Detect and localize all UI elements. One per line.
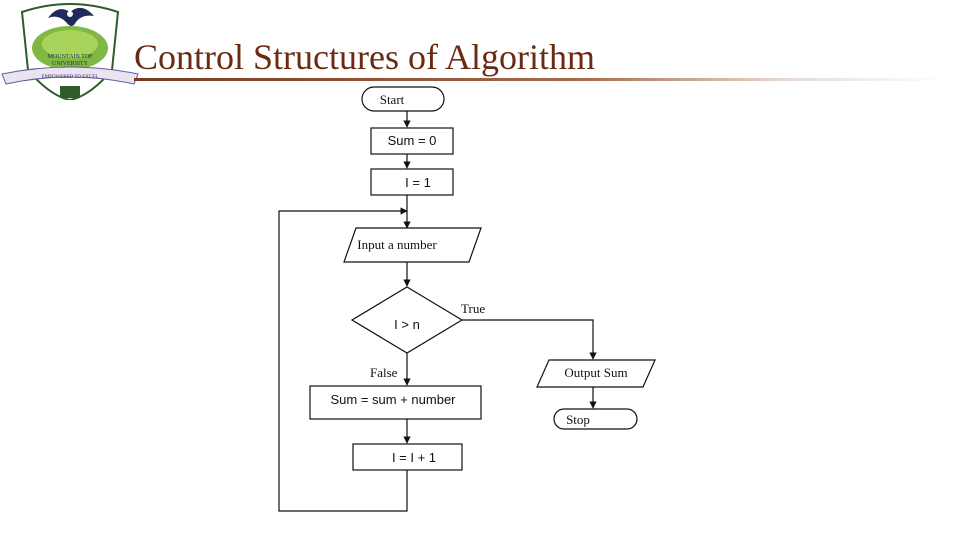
output-io: Output Sum: [536, 359, 656, 388]
true-branch-label: True: [461, 301, 485, 316]
sum-init-label: Sum = 0: [388, 133, 437, 148]
increment-label: I = I + 1: [392, 450, 436, 465]
sum-init-process: Sum = 0: [370, 127, 454, 155]
output-label: Output Sum: [564, 365, 627, 380]
start-terminal: Start: [361, 86, 445, 112]
loop-back-arrow: [278, 207, 408, 512]
decision-diamond: I > n: [350, 286, 464, 354]
stop-terminal: Stop: [553, 408, 638, 430]
accumulate-process: Sum = sum + number: [309, 385, 482, 420]
decision-label: I > n: [394, 317, 420, 332]
input-label: Input a number: [357, 237, 437, 252]
input-io: Input a number: [343, 227, 482, 263]
slide-title: Control Structures of Algorithm: [134, 37, 595, 77]
arrow-true-to-output: [462, 319, 597, 360]
svg-text:MOUNTAIN TOP: MOUNTAIN TOP: [48, 54, 93, 60]
accumulate-label: Sum = sum + number: [331, 392, 457, 407]
false-branch-label: False: [370, 365, 398, 380]
start-label: Start: [380, 92, 405, 107]
i-init-process: I = 1: [370, 168, 454, 196]
increment-process: I = I + 1: [352, 443, 463, 471]
svg-text:EMPOWERED TO EXCEL: EMPOWERED TO EXCEL: [42, 75, 99, 80]
flow-connectors: [278, 111, 597, 512]
title-underline: [134, 78, 944, 81]
i-init-label: I = 1: [405, 175, 431, 190]
university-logo: MOUNTAIN TOP UNIVERSITY EMPOWERED TO EXC…: [1, 3, 139, 100]
svg-text:UNIVERSITY: UNIVERSITY: [52, 61, 89, 67]
stop-label: Stop: [566, 412, 590, 427]
